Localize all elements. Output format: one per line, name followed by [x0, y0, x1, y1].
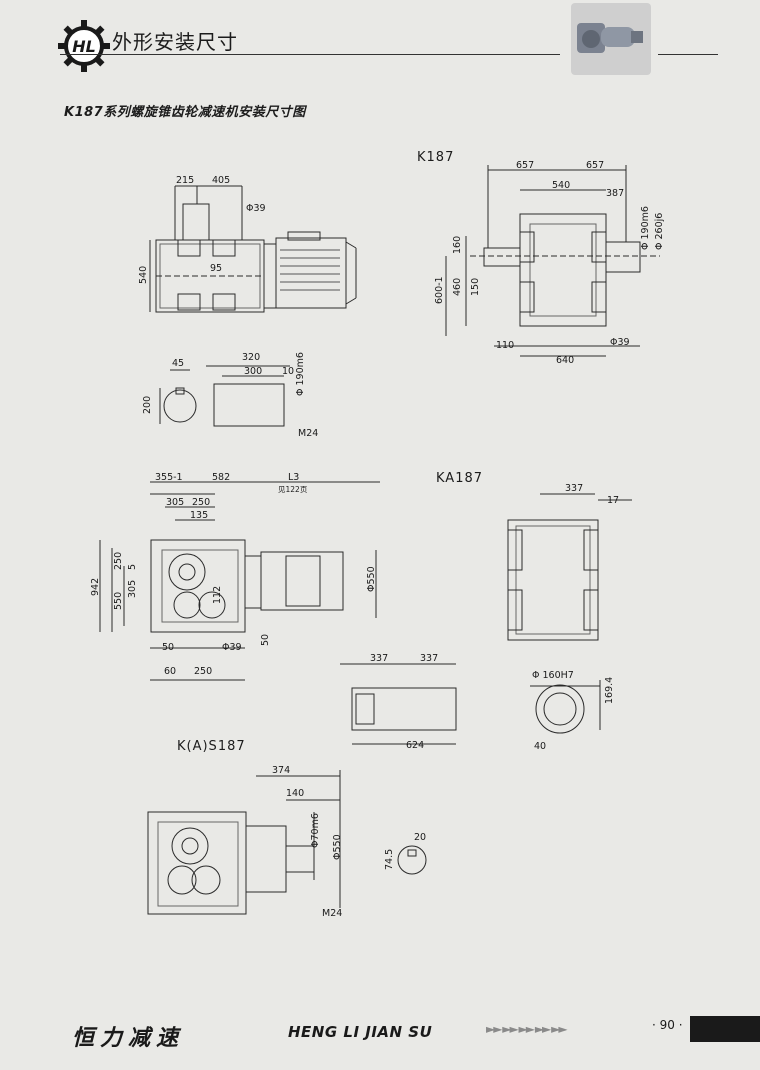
- dim-phi260j6: Φ 260j6: [654, 213, 665, 250]
- ka187-front-view: [99, 481, 380, 681]
- dim-460: 460: [452, 278, 463, 296]
- k187-front-view: [445, 165, 660, 357]
- ks187-view: [147, 770, 427, 915]
- page-number: · 90 ·: [652, 1018, 683, 1032]
- gearbox-photo: [571, 3, 651, 75]
- dim-624: 624: [406, 740, 424, 751]
- dim-20: 20: [414, 832, 426, 843]
- section-k187: K187: [417, 150, 455, 165]
- dim-phi39-c: Φ39: [222, 642, 242, 653]
- dim-550-v: 550: [113, 592, 124, 610]
- dim-74-5: 74.5: [384, 849, 395, 870]
- dim-95: 95: [210, 263, 222, 274]
- dim-215: 215: [176, 175, 194, 186]
- dim-140: 140: [286, 788, 304, 799]
- dim-942: 942: [90, 578, 101, 596]
- dim-phi550-b: Φ550: [332, 834, 343, 860]
- section-ks187: K(A)S187: [177, 739, 246, 754]
- footer-brand-en: HENG LI JIAN SU: [288, 1023, 433, 1041]
- ka187-hollow-shaft: [340, 663, 601, 745]
- dim-50-a: 50: [162, 642, 174, 653]
- k187-shaft-detail: [159, 365, 290, 427]
- dim-374: 374: [272, 765, 290, 776]
- dim-640: 640: [556, 355, 574, 366]
- dim-phi190m6-a: Φ 190m6: [295, 352, 306, 396]
- dim-300: 300: [244, 366, 262, 377]
- dim-337-c: 337: [420, 653, 438, 664]
- dim-200: 200: [142, 396, 153, 414]
- dim-phi160h7: Φ 160H7: [532, 670, 574, 681]
- dim-135: 135: [190, 510, 208, 521]
- dim-110: 110: [496, 340, 514, 351]
- dim-l3-note: 见122页: [278, 485, 308, 494]
- dim-337-b: 337: [370, 653, 388, 664]
- footer-brand-cn: 恒力减速: [72, 1026, 185, 1051]
- dim-45: 45: [172, 358, 184, 369]
- logo-icon: HL: [58, 20, 110, 72]
- dim-337-a: 337: [565, 483, 583, 494]
- dim-355-1: 355-1: [155, 472, 183, 483]
- dim-250-b: 250: [194, 666, 212, 677]
- dim-540-b: 540: [552, 180, 570, 191]
- dim-112: 112: [212, 586, 223, 604]
- dim-m24-a: M24: [298, 428, 318, 439]
- dim-657-a: 657: [516, 160, 534, 171]
- dim-160: 160: [452, 236, 463, 254]
- page-title: 外形安装尺寸: [112, 30, 238, 54]
- dim-phi39-b: Φ39: [610, 337, 630, 348]
- dim-320: 320: [242, 352, 260, 363]
- dim-600-1: 600-1: [434, 276, 445, 304]
- dim-250-v: 250: [113, 552, 124, 570]
- dim-60: 60: [164, 666, 176, 677]
- dim-540-a: 540: [138, 266, 149, 284]
- dim-169-4: 169.4: [604, 677, 615, 704]
- dim-l3: L3: [288, 472, 299, 483]
- footer-bar: [690, 1016, 760, 1042]
- header-divider: [60, 54, 560, 55]
- dim-405: 405: [212, 175, 230, 186]
- dim-150: 150: [470, 278, 481, 296]
- footer-arrows-icon: ►► ►► ►► ►► ►►: [486, 1022, 568, 1036]
- dim-305-v: 305: [127, 580, 138, 598]
- dim-387: 387: [606, 188, 624, 199]
- dim-305-a: 305: [166, 497, 184, 508]
- dim-40: 40: [534, 741, 546, 752]
- logo-letters: HL: [72, 37, 96, 56]
- dim-phi39-a: Φ39: [246, 203, 266, 214]
- dim-582: 582: [212, 472, 230, 483]
- dim-5: 5: [127, 564, 138, 570]
- dim-657-b: 657: [586, 160, 604, 171]
- dim-10: 10: [282, 366, 294, 377]
- header-divider-right: [658, 54, 718, 55]
- dim-m24-b: M24: [322, 908, 342, 919]
- dim-phi550-a: Φ550: [366, 566, 377, 592]
- k187-side-view: [149, 185, 357, 313]
- dim-250-a: 250: [192, 497, 210, 508]
- dim-50-b: 50: [260, 634, 271, 646]
- dim-phi70m6: Φ70m6: [310, 813, 321, 848]
- ka187-top-view: [507, 493, 632, 641]
- dim-17: 17: [607, 495, 619, 506]
- drawing-subtitle: K187系列螺旋锥齿轮减速机安装尺寸图: [64, 105, 306, 120]
- dim-phi190m6-b: Φ 190m6: [640, 206, 651, 250]
- section-ka187: KA187: [436, 471, 484, 486]
